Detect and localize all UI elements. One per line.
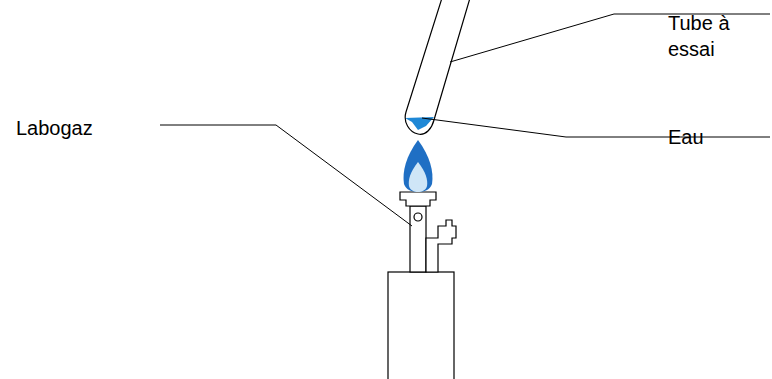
leader-line	[160, 125, 412, 226]
air-hole	[414, 213, 422, 221]
inner-flame	[409, 162, 427, 192]
part-label: Eau	[668, 124, 768, 150]
part-label: Tube à essai	[668, 10, 760, 62]
burner-tube	[410, 206, 426, 272]
gas-cartridge	[388, 272, 454, 379]
labogaz-burner	[388, 192, 456, 379]
outer-flame	[404, 140, 433, 192]
leader-line	[422, 118, 770, 137]
test-tube	[405, 0, 470, 134]
gas-regulator	[426, 220, 456, 272]
burner-nozzle	[400, 192, 436, 206]
part-label: Labogaz	[16, 115, 156, 141]
